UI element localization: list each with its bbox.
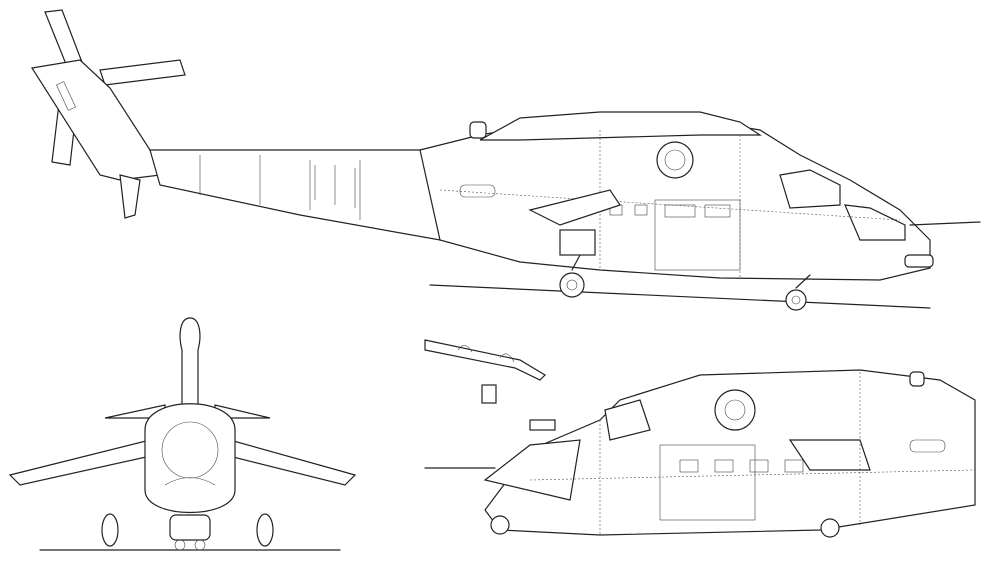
tail-rotor (44, 9, 186, 166)
fuselage-front (144, 403, 236, 513)
stub-wing (528, 189, 621, 226)
engine-cowling (479, 111, 763, 141)
front-view (8, 317, 357, 551)
vent-grille (459, 184, 496, 198)
left-wing (8, 439, 156, 486)
left-side-view (424, 339, 976, 538)
exhaust (469, 121, 487, 139)
wing-detail (424, 339, 546, 381)
pylon (559, 229, 596, 256)
ground-line (429, 284, 931, 309)
stub-wing-left (788, 439, 871, 471)
pitot-probe (909, 221, 981, 226)
front-canopy (844, 204, 906, 241)
store (481, 384, 497, 404)
intake-left (714, 389, 756, 431)
rear-canopy-left (604, 399, 651, 441)
tail-skid (119, 174, 141, 219)
rocket-pod (529, 419, 556, 431)
chin-turret (169, 514, 211, 541)
rear-canopy (779, 169, 841, 209)
nose-wheel (785, 289, 807, 311)
left-wheel (101, 513, 119, 547)
cabin-door (654, 199, 741, 271)
right-wheel (256, 513, 274, 547)
cabin-door-left (659, 444, 756, 521)
front-canopy-left (483, 439, 581, 501)
main-wheel (559, 272, 585, 298)
right-wing (224, 439, 357, 486)
engine-intake (656, 141, 694, 179)
side-view (31, 9, 981, 311)
chin-gun (904, 254, 934, 268)
